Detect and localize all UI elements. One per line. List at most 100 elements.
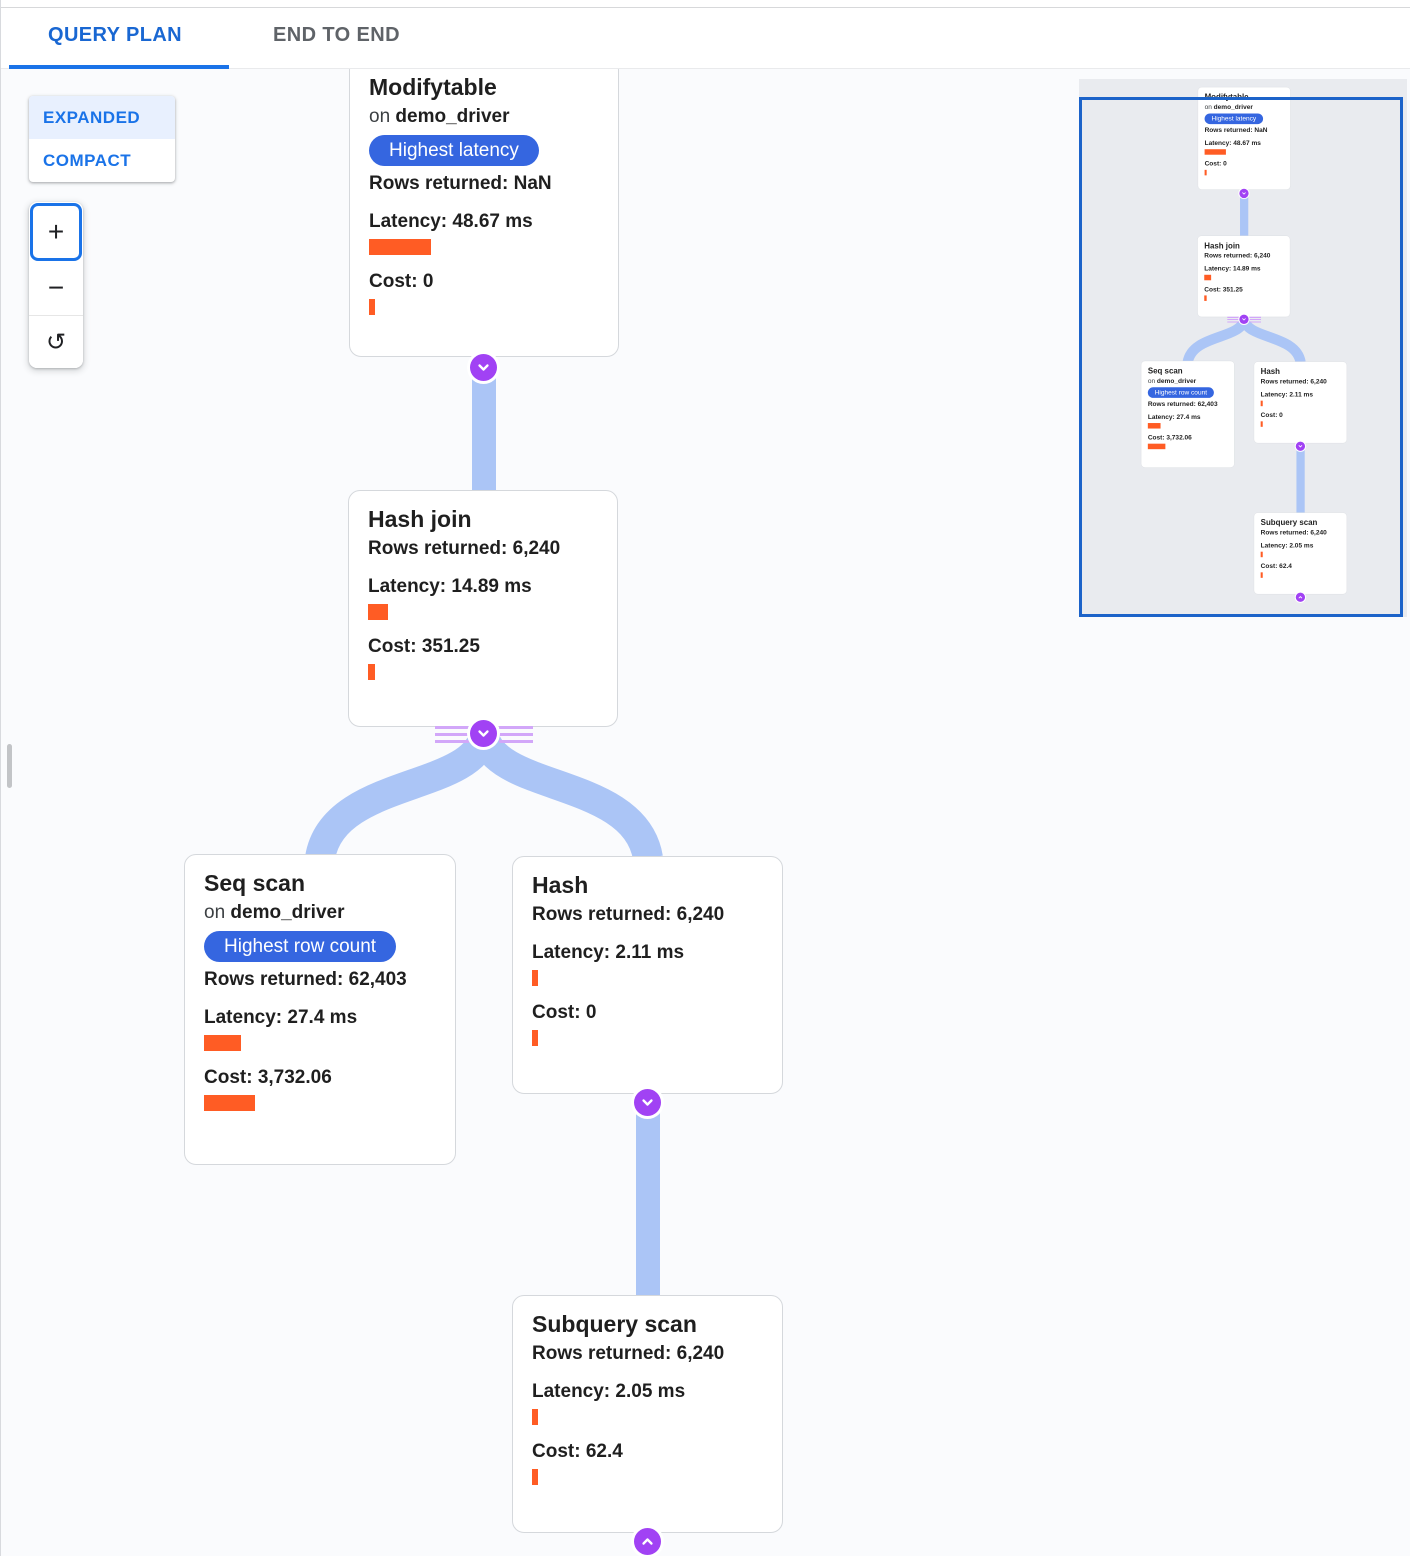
active-tab-underline [9,65,229,69]
on-prefix: on [204,902,226,923]
plan-node-subquery-scan[interactable]: Subquery scan Rows returned: 6,240 Laten… [512,1295,783,1533]
highest-latency-badge: Highest latency [1204,113,1264,125]
node-table-line: on demo_driver [369,106,599,128]
latency-value: Latency: 14.89 ms [368,576,532,597]
rows-returned: Rows returned: 6,240 [1260,528,1327,537]
latency-bar [1204,274,1212,281]
cost-value: Cost: 3,732.06 [204,1067,332,1088]
rows-returned: Rows returned: 6,240 [1260,377,1327,386]
latency-bar [204,1035,241,1051]
plan-node-seq-scan[interactable]: Seq scan on demo_driver Highest row coun… [184,854,456,1165]
zoom-reset-button[interactable]: ↺ [29,314,83,368]
cost-bar [1147,443,1166,450]
cost-bar [1260,572,1263,578]
node-title: Hash [532,872,589,898]
latency-value: Latency: 2.11 ms [532,942,685,963]
node-title: Hash join [368,506,472,532]
zoom-out-button[interactable]: − [29,262,83,315]
table-name: demo_driver [230,902,345,923]
plan-node-modifytable[interactable]: Modifytable on demo_driver Highest laten… [1197,86,1291,190]
plan-node-hash-join[interactable]: Hash join Rows returned: 6,240 Latency: … [348,490,618,727]
latency-bar [532,1409,538,1425]
plan-node-modifytable[interactable]: Modifytable on demo_driver Highest laten… [349,58,619,357]
highest-row-count-badge: Highest row count [204,931,397,962]
cost-value: Cost: 0 [532,1002,597,1023]
minimap-viewport[interactable] [1079,97,1403,617]
rows-returned: Rows returned: 6,240 [1204,252,1271,260]
plan-node-hash[interactable]: Hash Rows returned: 6,240 Latency: 2.11 … [512,856,783,1094]
plan-node-hash[interactable]: Hash Rows returned: 6,240 Latency: 2.11 … [1253,361,1348,444]
cost-value: Cost: 3,732.06 [1147,434,1192,442]
edge-stripes-left [1227,316,1239,323]
vertical-scrollbar-thumb[interactable] [7,744,12,788]
cost-bar [532,1469,538,1485]
collapse-toggle-chevron-down-icon[interactable] [1239,188,1249,199]
cost-value: Cost: 0 [1260,411,1283,419]
plan-node-subquery-scan[interactable]: Subquery scan Rows returned: 6,240 Laten… [1253,512,1348,595]
rows-returned: Rows returned: NaN [369,173,552,194]
cost-value: Cost: 351.25 [1204,285,1243,294]
expanded-button[interactable]: EXPANDED [29,96,175,139]
table-name: demo_driver [1156,377,1197,385]
latency-value: Latency: 14.89 ms [1204,265,1261,273]
collapse-toggle-chevron-down-icon[interactable] [1239,314,1249,324]
zoom-in-button[interactable]: + [30,203,82,262]
plan-diagram-canvas[interactable]: Modifytable on demo_driver Highest laten… [1079,79,1407,602]
tab-query-plan[interactable]: QUERY PLAN [48,24,183,46]
latency-value: Latency: 2.05 ms [1260,542,1314,550]
compact-button[interactable]: COMPACT [43,150,132,170]
expand-toggle-chevron-up-icon[interactable] [634,1528,661,1555]
edge-hashjoin-seqscan [305,730,499,862]
latency-bar [1147,423,1161,429]
node-title: Subquery scan [1260,517,1318,527]
tab-bar: QUERY PLAN END TO END [1,0,1410,69]
cost-bar [369,299,375,315]
tab-end-to-end[interactable]: END TO END [273,24,400,46]
rows-returned: Rows returned: 62,403 [204,969,407,990]
zoom-controls: + − ↺ [29,202,83,368]
cost-bar [1204,295,1207,301]
latency-value: Latency: 48.67 ms [369,211,533,232]
cost-bar [1204,169,1207,176]
latency-bar [1260,400,1263,407]
latency-bar [369,239,431,255]
rows-returned: Rows returned: 6,240 [532,1343,725,1364]
on-prefix: on [1204,103,1212,111]
node-table-line: on demo_driver [204,902,436,924]
plan-node-hash-join[interactable]: Hash join Rows returned: 6,240 Latency: … [1197,235,1291,318]
on-prefix: on [1147,377,1156,385]
cost-value: Cost: 62.4 [532,1441,623,1462]
collapse-toggle-chevron-down-icon[interactable] [1295,441,1306,451]
plan-node-seq-scan[interactable]: Seq scan on demo_driver Highest row coun… [1140,360,1235,468]
cost-value: Cost: 62.4 [1260,562,1292,570]
highest-row-count-badge: Highest row count [1147,387,1214,398]
edge-stripes-left [435,726,469,743]
cost-bar [368,664,375,680]
minimap-content: Modifytable on demo_driver Highest laten… [1079,79,1407,617]
minimap[interactable]: Modifytable on demo_driver Highest laten… [1079,79,1407,617]
collapse-toggle-chevron-down-icon[interactable] [634,1089,661,1116]
latency-bar [532,970,538,986]
latency-bar [368,604,388,620]
edge-stripes-right [499,726,533,743]
latency-value: Latency: 27.4 ms [204,1007,358,1028]
latency-value: Latency: 2.11 ms [1260,391,1313,399]
cost-bar [532,1030,538,1046]
node-title: Hash join [1204,241,1240,251]
plan-edges [1182,188,1306,514]
edge-hashjoin-hash [469,730,663,862]
table-name: demo_driver [1213,103,1253,111]
rows-returned: Rows returned: 62,403 [1147,400,1218,408]
edge-hashjoin-hash [1239,317,1306,364]
expand-toggle-chevron-up-icon[interactable] [1295,592,1306,602]
node-title: Modifytable [1204,92,1249,102]
node-table-line: on demo_driver [1148,377,1228,385]
collapse-toggle-chevron-down-icon[interactable] [470,354,497,381]
collapse-toggle-chevron-down-icon[interactable] [470,720,497,747]
node-title: Hash [1260,366,1281,376]
node-table-line: on demo_driver [1205,103,1284,111]
node-title: Seq scan [204,870,305,896]
on-prefix: on [369,106,391,127]
